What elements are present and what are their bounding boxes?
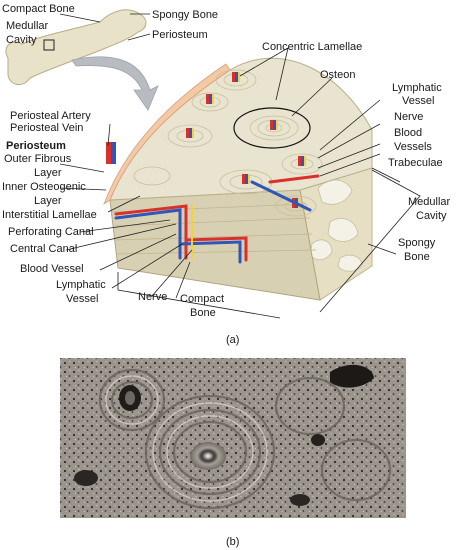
leader-lines [59, 13, 421, 319]
label-cavity-right: Cavity [416, 210, 447, 222]
label-osteon: Osteon [320, 69, 355, 81]
haversian-canal-center [190, 442, 226, 470]
label-lymphatic: Lymphatic [392, 82, 442, 94]
zoom-arrow [71, 56, 159, 111]
label-spongy-bone-top: Spongy Bone [152, 9, 218, 21]
caption-a: (a) [226, 334, 239, 346]
label-layer-1: Layer [34, 167, 62, 179]
label-concentric-lamellae: Concentric Lamellae [262, 41, 362, 53]
label-periosteal-vein: Periosteal Vein [10, 122, 83, 134]
osteon-outline [233, 107, 311, 149]
long-bone-illustration [5, 9, 159, 111]
label-outer-fibrous: Outer Fibrous [4, 153, 72, 165]
label-periosteum-top: Periosteum [152, 29, 208, 41]
label-perforating-canal: Perforating Canal [8, 226, 94, 238]
bone-front-face [109, 189, 321, 301]
bone-section-box [43, 39, 55, 51]
label-nerve-right: Nerve [394, 111, 423, 123]
label-layer-2: Layer [34, 195, 62, 207]
surface-vessels [114, 174, 320, 264]
diagram-labels: Compact Bone Spongy Bone Medullar Cavity… [2, 3, 451, 346]
label-spongy-right-2: Bone [404, 251, 430, 263]
label-inner-osteogenic: Inner Osteogenic [2, 181, 86, 193]
label-blood: Blood [394, 127, 422, 139]
label-compact-bottom-1: Compact [180, 293, 224, 305]
micrograph [60, 358, 406, 518]
label-nerve-bottom: Nerve [138, 291, 167, 303]
periosteal-vessels-icon [106, 142, 116, 164]
label-periosteal-artery: Periosteal Artery [10, 110, 91, 122]
label-periosteum-bold: Periosteum [6, 140, 66, 152]
label-interstitial-lamellae: Interstitial Lamellae [2, 209, 97, 221]
label-vessel: Vessel [402, 95, 434, 107]
label-compact-bone-top: Compact Bone [2, 3, 75, 15]
label-lymphatic-bottom: Lymphatic [56, 279, 106, 291]
label-trabeculae: Trabeculae [388, 157, 443, 169]
caption-b: (b) [226, 536, 239, 548]
label-central-canal: Central Canal [10, 243, 77, 255]
label-vessels: Vessels [394, 141, 432, 153]
label-medullar-right: Medullar [408, 196, 451, 208]
label-spongy-right-1: Spongy [398, 237, 436, 249]
label-vessel-bottom: Vessel [66, 293, 98, 305]
label-medullar: Medullar [6, 20, 49, 32]
periosteum-layer [103, 63, 231, 206]
label-blood-vessel: Blood Vessel [20, 263, 84, 275]
label-compact-bottom-2: Bone [190, 307, 216, 319]
label-cavity: Cavity [6, 34, 37, 46]
bone-block [103, 57, 373, 301]
